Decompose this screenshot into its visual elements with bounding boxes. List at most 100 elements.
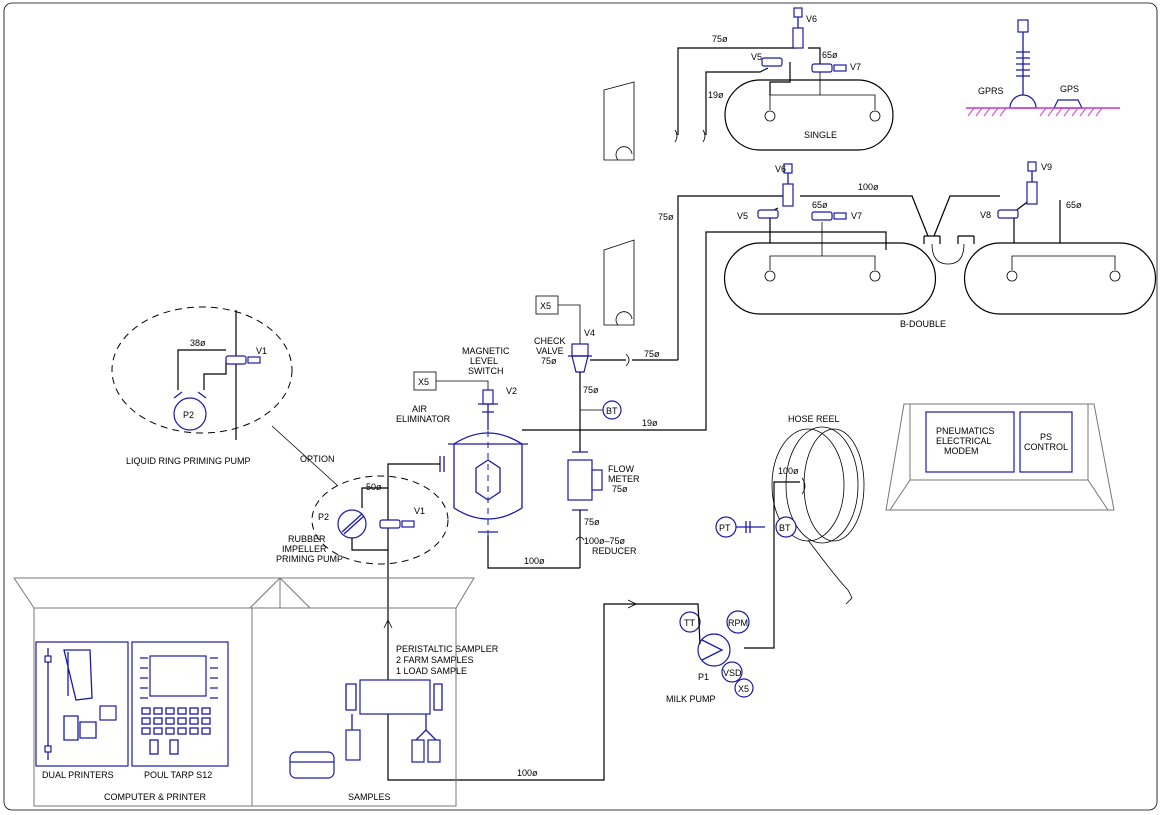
gprs-label: GPRS [978, 86, 1004, 96]
valve-v6-mid [782, 163, 794, 207]
pipe-100-low: 100ø [524, 556, 545, 566]
flow-label-1: FLOW [608, 464, 635, 474]
x5-low-gauge [734, 678, 754, 698]
pipe-100-reel: 100ø [778, 466, 799, 476]
flow-meter [567, 451, 603, 511]
cabinet-outline [13, 577, 475, 807]
p65-right-label: 65ø [1066, 200, 1082, 210]
ps-control-label-2: CONTROL [1024, 442, 1068, 452]
vsd-label: VSD [723, 668, 742, 678]
x5-mid-label: X5 [418, 377, 429, 387]
pipe-100-mid: 100ø [858, 182, 879, 192]
hose-reel [771, 426, 865, 605]
valve-v8 [997, 209, 1019, 219]
pneumatics-cabinet [885, 403, 1115, 511]
check-label-3: 75ø [541, 356, 557, 366]
mag-label-1: MAGNETIC [462, 346, 510, 356]
reducer-label-1: 100ø–75ø [584, 536, 626, 546]
air-eliminator-vessel [439, 389, 528, 540]
valve-v7-mid [811, 211, 847, 221]
samples-label: SAMPLES [348, 792, 391, 802]
pneumatics-label-2: ELECTRICAL [936, 436, 992, 446]
valve-v5-top [761, 57, 783, 67]
v1-low-label: V1 [414, 506, 425, 516]
valve-v1-low [379, 519, 415, 529]
rubber-label-3: PRIMING PUMP [276, 554, 343, 564]
reducer-label-2: REDUCER [592, 546, 637, 556]
pipe-75-top: 75ø [712, 34, 728, 44]
valve-v1-top [225, 355, 261, 365]
mag-label-2: LEVEL [470, 356, 498, 366]
b-double-label: B-DOUBLE [900, 319, 946, 329]
pipe-38-label: 38ø [190, 338, 206, 348]
pipe-75-low: 75ø [584, 517, 600, 527]
ps-label-2: 2 FARM SAMPLES [396, 655, 474, 665]
v6-mid-label: V6 [775, 164, 786, 174]
sample-case [289, 751, 335, 779]
liquid-ring-option-outline [111, 306, 293, 434]
v2-label: V2 [506, 386, 517, 396]
v7-top-label: V7 [850, 62, 861, 72]
option-label: OPTION [300, 454, 335, 464]
pipe-19-top: 19ø [708, 90, 724, 100]
pipe-50-label: 50ø [366, 482, 382, 492]
p2-top-label: P2 [183, 410, 194, 420]
pneumatics-label-3: MODEM [944, 446, 979, 456]
single-label: SINGLE [804, 130, 837, 140]
pipe-100-bottom: 100ø [517, 768, 538, 778]
rubber-impeller-outline [311, 475, 449, 565]
milk-pump-label: MILK PUMP [666, 694, 716, 704]
check-valve [568, 343, 592, 373]
v5-top-label: V5 [751, 52, 762, 62]
v7-mid-label: V7 [851, 211, 862, 221]
pipe-75-cv: 75ø [644, 349, 660, 359]
rubber-label-1: RUBBER [288, 534, 326, 544]
pump-p2-top [173, 397, 207, 431]
b-double-front-tank [723, 222, 937, 315]
pipe-19-mid: 19ø [642, 418, 658, 428]
computer-printer-unit [35, 641, 229, 767]
cab-outline-mid [603, 239, 635, 326]
vsd-gauge [721, 661, 743, 683]
ps-control-label-1: PS [1040, 432, 1052, 442]
dual-printers-label: DUAL PRINTERS [42, 770, 114, 780]
mag-label-3: SWITCH [468, 366, 504, 376]
p2-low-label: P2 [318, 512, 329, 522]
gps-antenna [1053, 99, 1083, 109]
v1-top-label: V1 [256, 346, 267, 356]
bt-low-gauge [775, 516, 797, 538]
check-label-1: CHECK [534, 336, 566, 346]
valve-v7-top [811, 63, 847, 73]
bt-mid-label: BT [606, 406, 618, 416]
x5-low-label: X5 [738, 684, 749, 694]
v9-label: V9 [1041, 162, 1052, 172]
peristaltic-sampler [345, 679, 443, 763]
rubber-label-2: IMPELLER [282, 544, 327, 554]
rpm-label: RPM [728, 618, 748, 628]
rpm-gauge [726, 610, 750, 634]
poul-tarp-label: POUL TARP S12 [144, 770, 212, 780]
valve-v9 [1026, 161, 1038, 205]
p65-mid-label: 65ø [812, 200, 828, 210]
pneumatics-label-1: PNEUMATICS [936, 426, 994, 436]
tt-label: TT [684, 618, 695, 628]
single-tanker: SINGLE [724, 72, 894, 151]
pt-label: PT [719, 523, 731, 533]
drawing-frame [3, 2, 1158, 811]
check-label-2: VALVE [536, 346, 564, 356]
cab-outline-top [603, 81, 635, 161]
p65-top-label: 65ø [822, 50, 838, 60]
gps-label: GPS [1060, 84, 1079, 94]
valve-v5-mid [757, 209, 779, 219]
milk-pump-p1 [697, 633, 731, 667]
lrpp-label: LIQUID RING PRIMING PUMP [126, 456, 251, 466]
gprs-antenna [1009, 19, 1037, 109]
hose-reel-label: HOSE REEL [788, 414, 840, 424]
bt-low-label: BT [779, 523, 791, 533]
pipe-75-mid: 75ø [658, 212, 674, 222]
flow-label-3: 75ø [612, 484, 628, 494]
air-label-1: AIR [412, 404, 428, 414]
ps-label-1: PERISTALTIC SAMPLER [396, 644, 499, 654]
air-label-2: ELIMINATOR [396, 414, 451, 424]
v4-label: V4 [584, 328, 595, 338]
